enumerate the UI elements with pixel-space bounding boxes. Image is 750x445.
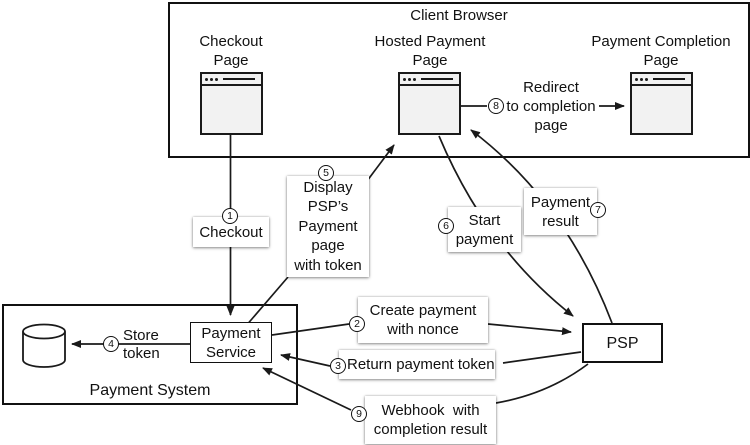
database-cylinder-icon [22,323,66,368]
step3-number-badge: 3 [330,358,346,374]
step7-payment-result-box: Payment result [524,188,597,235]
step7-number-badge: 7 [590,202,606,218]
step2-create-payment-box: Create payment with nonce [358,297,488,343]
step5-display-box: Display PSP’s Payment page with token [287,176,369,277]
step1-number-badge: 1 [222,208,238,224]
checkout-page-browser-window-icon [200,72,263,135]
arrow-step3-return-token [280,353,331,367]
line-step5-lower [244,276,289,328]
line-step2-left [271,323,350,336]
payment-service-node: Payment Service [190,322,272,363]
step2-number-badge: 2 [349,316,365,332]
hosted-payment-page-label: Hosted Payment Page [374,33,486,69]
step8-number-badge: 8 [488,98,504,114]
arrow-step2-create-payment [487,323,572,336]
payment-system-label: Payment System [89,382,211,399]
line-step3-right [502,351,582,364]
arrow-step5-display-page [367,144,395,180]
step8-redirect-text: Redirect to completion page [506,79,596,134]
client-browser-label: Client Browser [410,7,508,24]
step6-number-badge: 6 [438,218,454,234]
arrow-step9-webhook [262,367,352,411]
browser-titlebar [202,74,261,86]
step5-number-badge: 5 [318,165,334,181]
step4-number-badge: 4 [103,336,119,352]
checkout-page-label: Checkout Page [199,33,263,69]
step9-webhook-box: Webhook with completion result [365,396,496,444]
step4-store-token-text: Store token [123,327,160,362]
hosted-payment-page-browser-window-icon [398,72,461,135]
step3-return-token-box: Return payment token [339,350,495,379]
browser-titlebar [632,74,691,86]
payment-completion-page-label: Payment Completion Page [591,33,731,69]
step6-start-payment-box: Start payment [448,207,521,252]
psp-node: PSP [582,323,663,363]
line-step9-right [495,363,589,404]
browser-titlebar [400,74,459,86]
payment-completion-page-browser-window-icon [630,72,693,135]
step9-number-badge: 9 [351,406,367,422]
